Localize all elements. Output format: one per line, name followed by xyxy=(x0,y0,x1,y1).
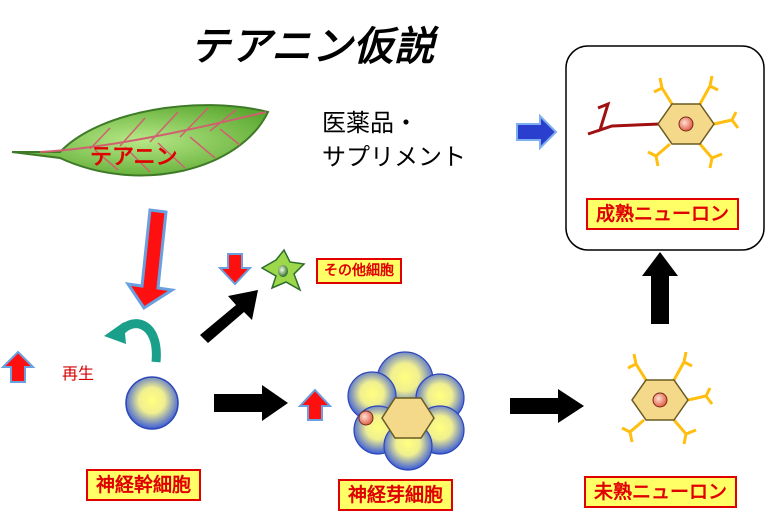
neural-stem-cell xyxy=(125,376,179,430)
stem-to-blast-arrow xyxy=(214,385,288,421)
other-cells-down-arrow xyxy=(217,253,253,286)
mature-neuron-label: 成熟ニューロン xyxy=(586,198,740,230)
immature-neuron-label: 未熟ニューロン xyxy=(584,476,738,508)
blast-up-arrow xyxy=(297,388,333,421)
blast-to-immature-arrow xyxy=(510,389,584,423)
mature-neuron xyxy=(587,75,740,169)
immature-neuron xyxy=(621,351,714,445)
neural-stem-cell-label: 神経幹細胞 xyxy=(86,469,202,501)
other-cells-label: その他細胞 xyxy=(316,258,402,284)
leaf-down-arrow xyxy=(124,208,177,311)
other-cell-glial xyxy=(260,248,306,292)
neuroblast-cluster xyxy=(347,351,465,471)
supplement-arrow xyxy=(516,113,558,151)
regeneration-up-arrow xyxy=(0,350,36,383)
self-renewal-arrow xyxy=(104,319,161,363)
regeneration-label: 再生 xyxy=(62,364,95,383)
leaf-label: テアニン xyxy=(90,145,178,170)
supplement-note-line-1: 医薬品・ xyxy=(322,109,418,137)
supplement-note-line-2: サプリメント xyxy=(322,143,466,171)
stem-to-other-arrow xyxy=(200,290,258,343)
immature-to-mature-arrow xyxy=(642,252,678,324)
tea-leaf xyxy=(11,104,270,177)
supplement-note: 医薬品・ サプリメント xyxy=(322,106,466,174)
neuroblast-label: 神経芽細胞 xyxy=(338,479,454,511)
page-title: テアニン仮説 xyxy=(190,24,436,70)
